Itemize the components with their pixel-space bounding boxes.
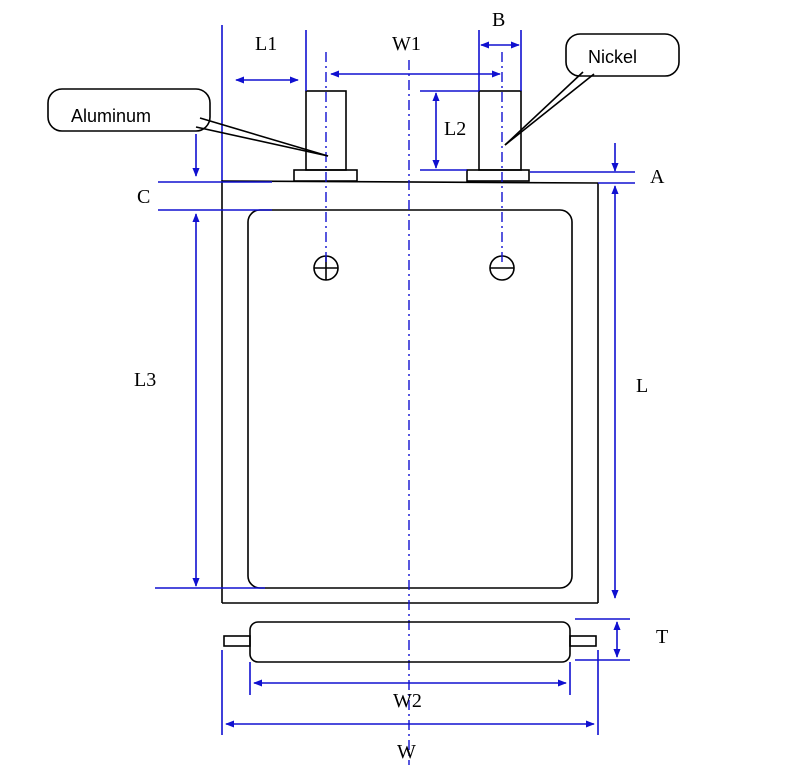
extension-lines [155,25,635,735]
l-label: L [636,375,648,397]
aluminum-callout: Aluminum [47,88,329,157]
l2-label: L2 [444,118,466,140]
battery-side-view [223,621,597,663]
nickel-label: Nickel [588,47,637,67]
l1-label: L1 [255,33,277,55]
w2-label: W2 [393,690,422,712]
cell-pocket [247,209,573,589]
c-label: C [137,186,150,208]
dimension-arrows [192,41,621,728]
w-label: W [397,741,416,763]
t-label: T [656,626,668,648]
b-label: B [492,9,505,31]
negative-tab [466,90,530,182]
w1-label: W1 [392,33,421,55]
a-label: A [650,166,665,188]
battery-body [221,180,599,604]
nickel-callout: Nickel [504,33,680,146]
aluminum-label: Aluminum [71,106,151,126]
l3-label: L3 [134,369,156,391]
